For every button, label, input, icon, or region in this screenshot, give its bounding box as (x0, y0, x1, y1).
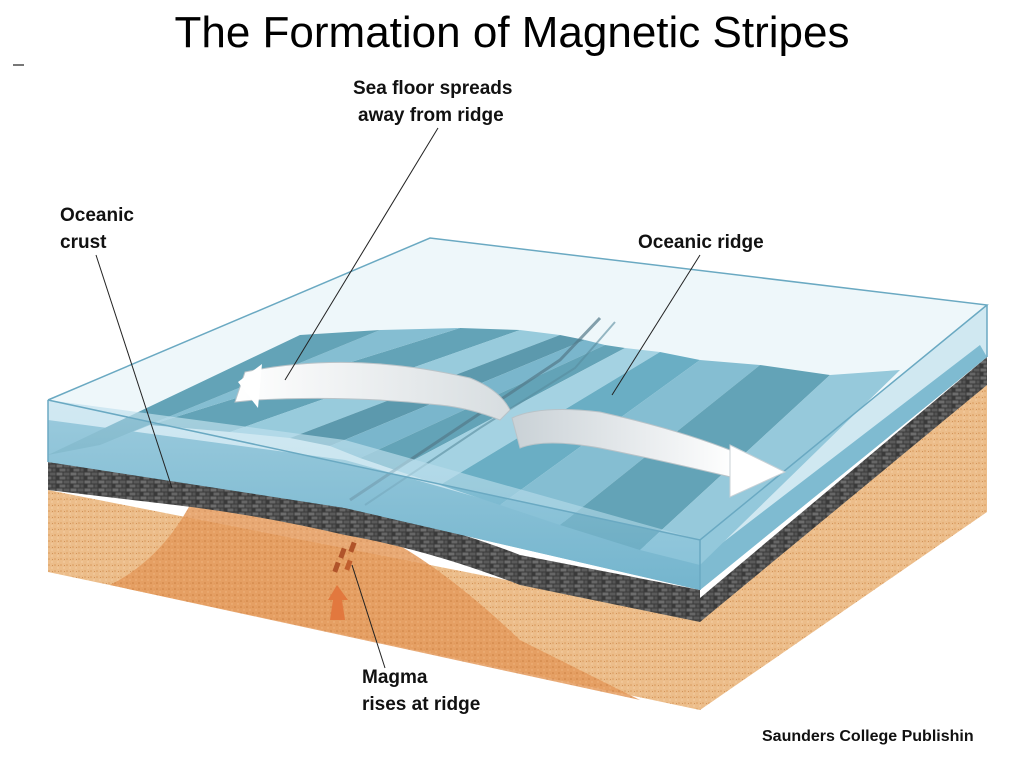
label-spreading-line2: away from ridge (358, 105, 504, 126)
corner-mark (13, 64, 24, 66)
leader-line-ridge (611, 254, 701, 396)
label-oceanic-crust: Oceanic crust (60, 202, 134, 256)
leader-line-crust (95, 254, 173, 489)
publisher-credit: Saunders College Publishin (762, 728, 974, 745)
label-oceanic-crust-line1: Oceanic (60, 205, 134, 226)
block-front-face (48, 462, 700, 710)
label-magma-line2: rises at ridge (362, 694, 481, 715)
label-oceanic-ridge: Oceanic ridge (638, 229, 764, 256)
leader-line-magma (351, 564, 386, 669)
magma-up-arrow (328, 541, 357, 620)
label-magma: Magma rises at ridge (362, 664, 480, 718)
label-spreading: Sea floor spreads away from ridge (353, 75, 512, 129)
leader-lines (95, 127, 701, 669)
slide-title: The Formation of Magnetic Stripes (174, 8, 850, 57)
spreading-arrow-left (234, 361, 511, 421)
block-right-face (700, 357, 987, 710)
label-oceanic-crust-line2: crust (60, 232, 107, 253)
label-magma-line1: Magma (362, 667, 428, 688)
label-spreading-line1: Sea floor spreads (353, 78, 513, 99)
label-oceanic-ridge-line1: Oceanic ridge (638, 232, 764, 253)
spreading-arrow-right (511, 409, 787, 498)
leader-line-spread (284, 127, 439, 381)
